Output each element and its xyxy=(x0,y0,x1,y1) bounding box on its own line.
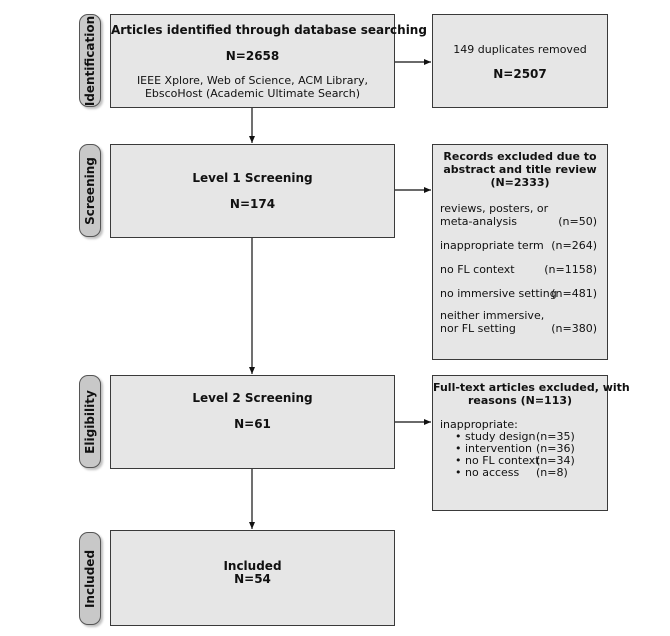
excluded1-item-count: (n=1158) xyxy=(544,263,597,276)
excluded1-title-line1: Records excluded due to xyxy=(443,150,597,163)
identified-count: N=2658 xyxy=(225,49,280,63)
excluded1-item-label: nor FL setting xyxy=(440,322,516,335)
excluded2-item-count: (n=8) xyxy=(536,466,568,479)
level2-title: Level 2 Screening xyxy=(192,391,313,405)
excluded1-item-count: (n=380) xyxy=(551,322,597,335)
stage-identification: Identification xyxy=(79,14,101,107)
excluded1-item-label: no immersive setting xyxy=(440,287,557,300)
excluded1-box: Records excluded due to abstract and tit… xyxy=(432,144,608,360)
excluded2-title-line2: reasons (N=113) xyxy=(467,394,573,407)
excluded2-item-label: no FL context xyxy=(465,454,540,467)
bullet-icon: • xyxy=(455,454,462,467)
bullet-icon: • xyxy=(455,442,462,455)
excluded2-item-label: intervention xyxy=(465,442,532,455)
stage-included: Included xyxy=(79,532,101,625)
identified-box: Articles identified through database sea… xyxy=(110,14,427,108)
excluded2-intro: inappropriate: xyxy=(440,418,518,431)
excluded1-item-label: no FL context xyxy=(440,263,515,276)
included-count: N=54 xyxy=(234,572,271,586)
level2-box: Level 2 Screening N=61 xyxy=(110,375,395,469)
excluded1-item-label: reviews, posters, or xyxy=(440,202,549,215)
excluded1-title-line2: abstract and title review xyxy=(443,163,597,176)
level1-title: Level 1 Screening xyxy=(192,171,313,185)
excluded1-title-line3: (N=2333) xyxy=(490,176,550,189)
excluded2-item-label: no access xyxy=(465,466,520,479)
identified-sources-line2: EbscoHost (Academic Ultimate Search) xyxy=(144,87,361,100)
bullet-icon: • xyxy=(455,430,462,443)
excluded1-item-count: (n=264) xyxy=(551,239,597,252)
excluded1-item-label: meta-analysis xyxy=(440,215,518,228)
excluded2-item-count: (n=35) xyxy=(536,430,575,443)
bullet-icon: • xyxy=(455,466,462,479)
excluded1-item-label: neither immersive, xyxy=(440,309,545,322)
included-title: Included xyxy=(223,559,282,573)
excluded1-item-count: (n=50) xyxy=(558,215,597,228)
duplicates-box: 149 duplicates removed N=2507 xyxy=(432,14,608,108)
excluded2-box: Full-text articles excluded, with reason… xyxy=(432,375,630,511)
level1-box: Level 1 Screening N=174 xyxy=(110,144,395,238)
excluded1-item-label: inappropriate term xyxy=(440,239,544,252)
level2-count: N=61 xyxy=(234,417,271,431)
duplicates-count: N=2507 xyxy=(493,67,547,81)
excluded2-item-count: (n=34) xyxy=(536,454,575,467)
included-box: Included N=54 xyxy=(110,530,395,626)
identified-title: Articles identified through database sea… xyxy=(111,23,427,37)
stage-eligibility: Eligibility xyxy=(79,375,101,468)
excluded2-title-line1: Full-text articles excluded, with xyxy=(433,381,630,394)
duplicates-text: 149 duplicates removed xyxy=(453,43,587,56)
stage-screening: Screening xyxy=(79,144,101,237)
level1-count: N=174 xyxy=(229,197,276,211)
identified-sources-line1: IEEE Xplore, Web of Science, ACM Library… xyxy=(136,74,369,87)
excluded2-item-count: (n=36) xyxy=(536,442,575,455)
excluded2-item-label: study design xyxy=(465,430,536,443)
excluded1-item-count: (n=481) xyxy=(551,287,597,300)
